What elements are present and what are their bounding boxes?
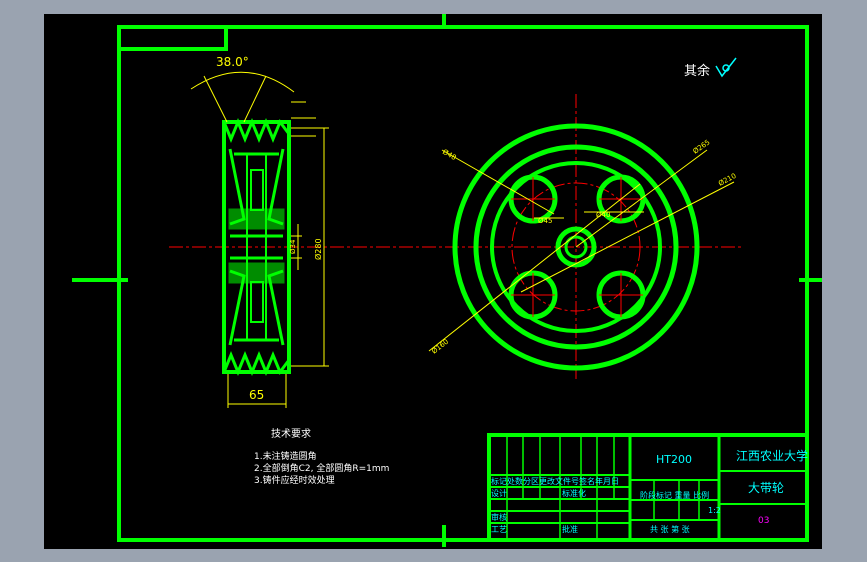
bore-diameter-label: Ø45 xyxy=(538,217,552,225)
row-headers: 标记处数分区更改文件号签名年月日 xyxy=(491,476,619,486)
standard-row: 标准化 xyxy=(562,488,586,498)
hole-diameter-label: Ø48 xyxy=(441,148,457,162)
process-row: 工艺 xyxy=(491,525,507,534)
drawing-frame xyxy=(72,14,822,547)
angle-label: 38.0° xyxy=(216,55,249,69)
drawing-canvas[interactable]: 38.0° 65 Ø280 Ø34 Ø48 Ø265 Ø210 Ø40 Ø45 … xyxy=(44,14,822,549)
approve-row: 批准 xyxy=(562,524,578,534)
part-name: 大带轮 xyxy=(748,481,784,495)
tech-requirement-line-3: 3.铸件应经时效处理 xyxy=(254,474,335,486)
hub-diameter-front-label: Ø40 xyxy=(596,211,610,219)
tech-requirements-title: 技术要求 xyxy=(271,427,311,440)
tech-requirement-line-2: 2.全部倒角C2, 全部圆角R=1mm xyxy=(254,462,389,474)
stage-header: 阶段标记 重量 比例 xyxy=(640,490,709,500)
front-view-leaders xyxy=(428,149,735,352)
school-name: 江西农业大学 xyxy=(736,448,808,463)
outer-diameter-label: Ø280 xyxy=(313,238,323,260)
tech-requirement-line-1: 1.未注铸造圆角 xyxy=(254,450,317,462)
drawing-number: 03 xyxy=(758,516,769,526)
roughness-symbol-icon xyxy=(715,57,737,78)
design-row: 设计 xyxy=(491,488,507,498)
review-row: 审核 xyxy=(491,512,507,522)
sheet-info: 共 张 第 张 xyxy=(650,524,690,534)
material-label: HT200 xyxy=(656,453,692,466)
roughness-label: 其余 xyxy=(684,63,710,79)
side-view-dimensions xyxy=(190,71,329,408)
hub-diameter-label: Ø34 xyxy=(289,239,297,254)
width-label: 65 xyxy=(249,388,264,402)
title-block xyxy=(487,433,809,542)
pcd-diameter-label: Ø160 xyxy=(430,338,450,356)
front-outer-diameter-label: Ø265 xyxy=(692,138,712,155)
cad-viewport[interactable]: 38.0° 65 Ø280 Ø34 Ø48 Ø265 Ø210 Ø40 Ø45 … xyxy=(44,14,822,549)
side-view xyxy=(222,118,291,376)
scale-value: 1:2 xyxy=(708,506,721,515)
